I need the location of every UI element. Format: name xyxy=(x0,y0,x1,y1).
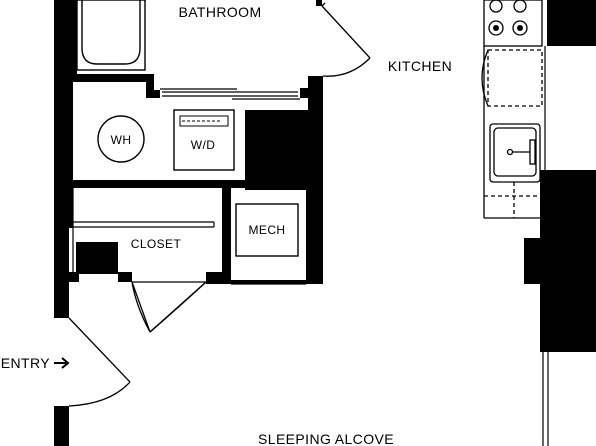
entry-door-leaf xyxy=(68,317,131,383)
east-wall-top xyxy=(547,0,596,46)
bath-south-wall-right xyxy=(308,76,323,110)
bathroom-label: BATHROOM xyxy=(178,4,261,20)
washer-dryer-label: W/D xyxy=(191,138,216,152)
water-heater: WH xyxy=(97,115,145,163)
central-block xyxy=(245,110,323,190)
closet-label: CLOSET xyxy=(131,237,182,251)
washer-dryer: W/D xyxy=(173,109,235,171)
closet-south-stub xyxy=(118,272,132,282)
bath-door-leaf xyxy=(321,5,371,59)
east-wall-notch xyxy=(524,238,544,284)
mech-south-wall xyxy=(231,280,306,284)
bath-door-swing xyxy=(322,57,371,77)
burner-2 xyxy=(513,0,527,13)
mech-west-wall xyxy=(222,188,231,284)
laundry-south-wall xyxy=(69,180,245,188)
bathtub xyxy=(76,0,146,71)
closet-north-wall xyxy=(69,188,73,228)
sink-outer xyxy=(489,123,541,183)
bath-south-stub-right xyxy=(300,88,314,98)
sink-drain xyxy=(506,148,514,156)
mech-south-stub-left xyxy=(206,272,231,284)
closet-west-stub xyxy=(69,272,79,282)
closet-block xyxy=(76,242,118,274)
kitchen-counter xyxy=(481,0,543,219)
bath-south-wall-left xyxy=(69,74,149,82)
burner-3 xyxy=(488,20,504,36)
walls xyxy=(54,0,596,446)
faucet xyxy=(529,139,536,165)
burner-4 xyxy=(512,20,528,36)
burner-1 xyxy=(489,0,503,13)
bath-south-stub-left xyxy=(146,90,160,98)
dishwasher xyxy=(487,49,543,107)
mech-east-wall xyxy=(306,186,323,284)
mech-label: MECH xyxy=(249,223,286,237)
kitchen-label: KITCHEN xyxy=(388,58,452,74)
laundry-west-wall xyxy=(69,82,73,182)
east-wall-mid xyxy=(540,170,596,352)
bath-south-jog-left xyxy=(146,74,154,90)
bathtub-basin xyxy=(81,0,141,65)
west-wall-lower xyxy=(54,406,69,446)
closet-door-left-leaf xyxy=(131,281,151,333)
sink-basin xyxy=(493,127,537,177)
sleeping-alcove-label: SLEEPING ALCOVE xyxy=(258,431,394,446)
bath-west-wall xyxy=(69,0,77,74)
closet-door-left-swing xyxy=(131,281,151,333)
water-heater-label: WH xyxy=(111,133,132,147)
mech-unit: MECH xyxy=(235,203,299,257)
bath-east-wall-top xyxy=(316,0,322,6)
doors xyxy=(68,2,371,407)
entry-arrow-icon xyxy=(54,357,70,369)
entry-marker: ENTRY xyxy=(1,355,70,371)
entry-label: ENTRY xyxy=(1,355,50,371)
bathtub-outer xyxy=(76,0,146,71)
west-wall-upper xyxy=(54,0,69,318)
cooktop xyxy=(483,0,543,47)
dishwasher-swing xyxy=(481,49,489,107)
closet-door-right-swing xyxy=(149,281,207,333)
partitions xyxy=(72,0,549,446)
entry-door-swing xyxy=(68,381,131,407)
